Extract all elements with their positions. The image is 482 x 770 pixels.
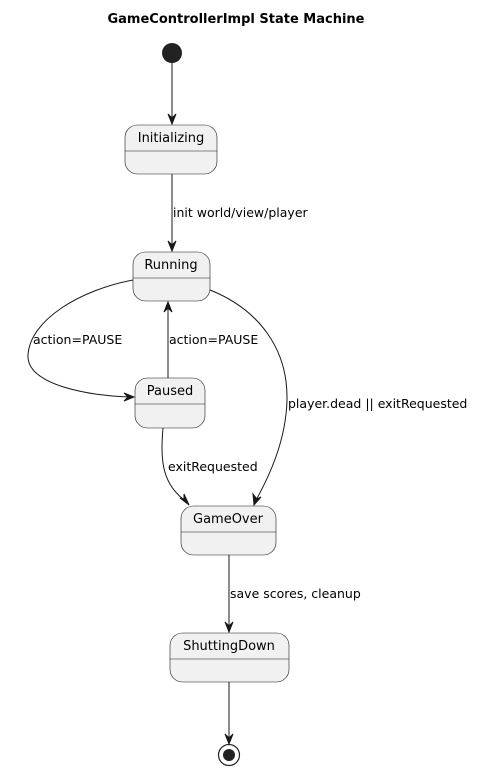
state-running-label: Running xyxy=(144,258,197,273)
state-paused-label: Paused xyxy=(147,384,193,399)
label-init-to-running: init world/view/player xyxy=(173,205,309,220)
state-initializing-label: Initializing xyxy=(138,131,205,146)
state-shuttingdown-label: ShuttingDown xyxy=(183,639,275,654)
state-gameover: GameOver xyxy=(180,505,277,556)
edge-initial-to-initializing xyxy=(167,63,177,126)
state-running: Running xyxy=(132,251,211,302)
edge-running-to-gameover: player.dead || exitRequested xyxy=(209,289,467,507)
edge-gameover-to-shuttingdown: save scores, cleanup xyxy=(224,555,361,634)
edge-shuttingdown-to-final xyxy=(224,682,234,746)
diagram-title: GameControllerImpl State Machine xyxy=(107,12,364,27)
edge-running-to-paused: action=PAUSE xyxy=(27,279,136,402)
state-paused: Paused xyxy=(134,377,206,429)
state-shuttingdown: ShuttingDown xyxy=(169,632,290,683)
label-running-to-gameover: player.dead || exitRequested xyxy=(288,396,467,411)
label-paused-to-running: action=PAUSE xyxy=(169,332,258,347)
final-state-marker xyxy=(217,743,241,767)
state-initializing: Initializing xyxy=(124,124,218,175)
label-gameover-to-shuttingdown: save scores, cleanup xyxy=(230,586,361,601)
state-gameover-label: GameOver xyxy=(193,512,264,527)
label-paused-to-gameover: exitRequested xyxy=(168,459,258,474)
edge-paused-to-gameover: exitRequested xyxy=(161,427,258,506)
label-running-to-paused: action=PAUSE xyxy=(33,332,122,347)
edge-initializing-to-running: init world/view/player xyxy=(167,174,309,253)
initial-state-marker xyxy=(162,43,182,63)
edge-paused-to-running: action=PAUSE xyxy=(163,300,258,378)
